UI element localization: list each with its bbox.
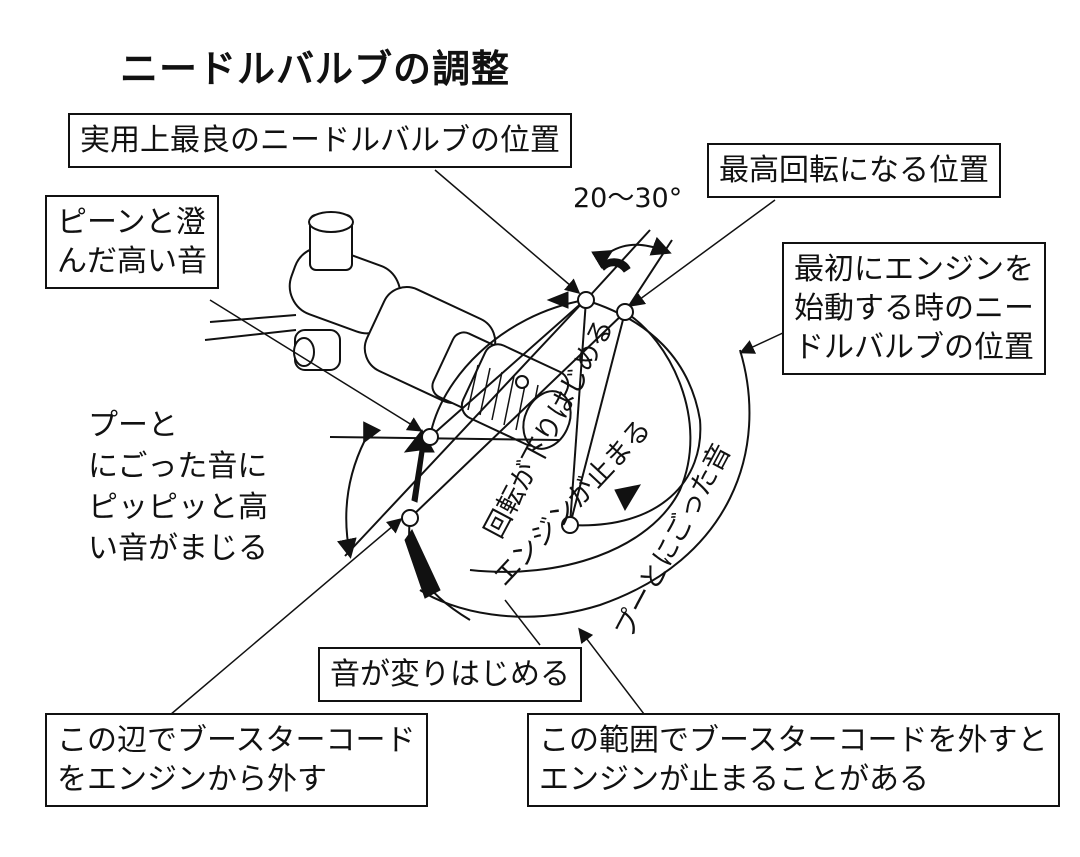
label-max-rpm-position: 最高回転になる位置 <box>707 143 1001 198</box>
arc-label-muddy-sound: プーとにごった音 <box>609 438 738 643</box>
point-sound-changes <box>401 509 419 527</box>
page-title: ニードルバルブの調整 <box>120 47 511 91</box>
label-clear-sound: ピーンと澄 んだ高い音 <box>45 195 219 289</box>
label-sound-changes: 音が変りはじめる <box>318 647 582 702</box>
label-initial-start: 最初にエンジンを 始動する時のニー ドルバルブの位置 <box>782 242 1046 375</box>
angle-label: 20〜30° <box>573 183 682 214</box>
label-remove-booster: この辺でブースターコード をエンジンから外す <box>45 713 428 807</box>
label-range-warning: この範囲でブースターコードを外すと エンジンが止まることがある <box>527 713 1060 807</box>
label-mixed-sound: プーと にごった音に ピッピッと高 い音がまじる <box>88 408 268 567</box>
point-best-position <box>577 291 595 309</box>
point-mixed-sound <box>421 428 439 446</box>
point-engine-stops <box>561 516 579 534</box>
carburetor-illustration <box>204 211 572 450</box>
point-max-rpm <box>616 303 634 321</box>
label-best-position: 実用上最良のニードルバルブの位置 <box>68 113 572 168</box>
